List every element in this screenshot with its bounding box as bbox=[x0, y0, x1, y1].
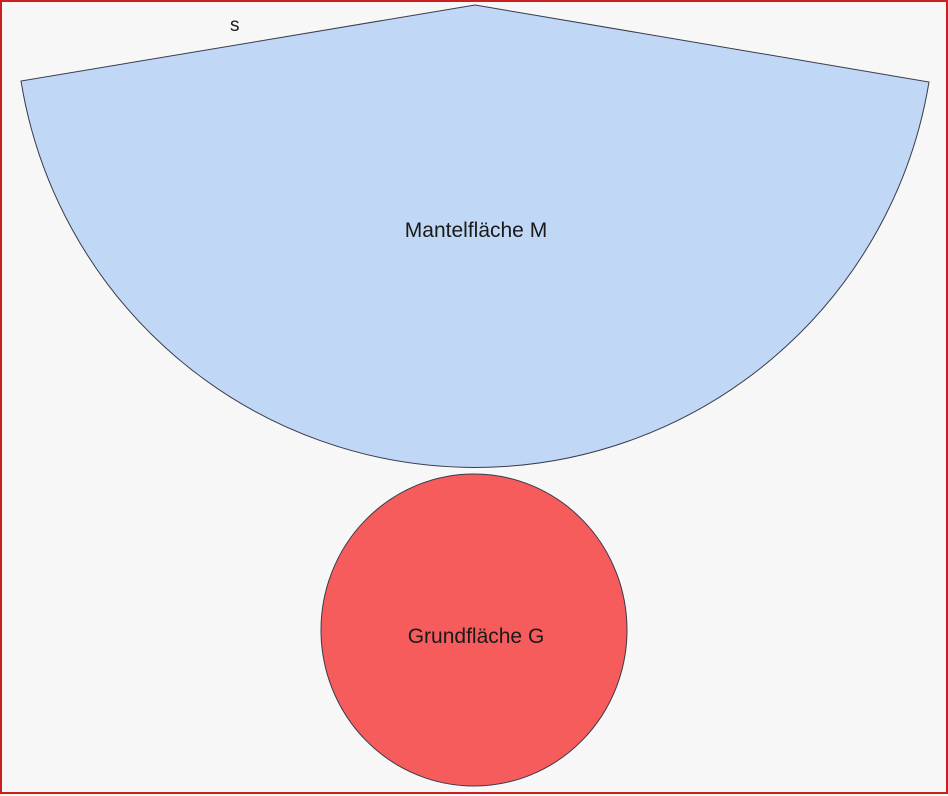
base-label: Grundfläche G bbox=[408, 625, 545, 648]
lateral-surface-label: Mantelfläche M bbox=[405, 219, 547, 242]
base-circle bbox=[320, 473, 628, 787]
slant-height-label: s bbox=[230, 15, 240, 36]
lateral-surface-sector bbox=[20, 4, 930, 468]
